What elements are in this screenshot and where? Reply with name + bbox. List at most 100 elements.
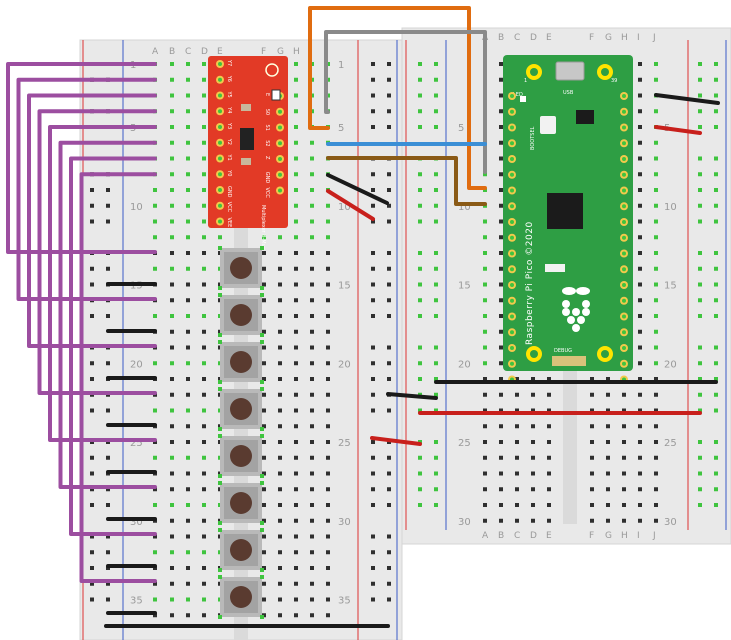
hole — [153, 361, 157, 366]
button-leg — [218, 333, 222, 337]
rail-hole — [418, 314, 422, 318]
button-cap — [230, 257, 252, 279]
rail-hole — [714, 203, 718, 208]
hole — [186, 62, 190, 66]
rp2040-chip — [547, 193, 583, 229]
hole — [202, 518, 206, 523]
rail-hole — [714, 266, 718, 271]
button-cap — [230, 398, 252, 420]
hole — [499, 455, 503, 460]
rail-hole — [371, 125, 375, 129]
hole — [262, 329, 266, 334]
row-number: 15 — [338, 281, 351, 292]
rail-hole — [371, 172, 375, 177]
rail-hole — [387, 172, 391, 177]
rail-hole — [714, 188, 718, 192]
hole — [326, 377, 330, 381]
hole — [326, 235, 330, 240]
mux-pin-label: Y3 — [226, 122, 232, 129]
hole — [622, 471, 626, 476]
hole — [294, 219, 298, 224]
hole — [170, 408, 174, 413]
rail-hole — [418, 125, 422, 129]
rail-hole — [714, 93, 718, 98]
mux-pin-label: GND — [264, 172, 270, 184]
hole — [310, 440, 314, 444]
rail-hole — [434, 203, 438, 208]
rail-hole — [698, 156, 702, 161]
hole — [638, 62, 642, 66]
mux-pin-label: VCC — [226, 202, 232, 213]
rail-hole — [371, 282, 375, 287]
hole — [170, 345, 174, 350]
rail-hole — [106, 408, 110, 413]
column-label: E — [546, 33, 552, 43]
hole — [606, 440, 610, 444]
rail-hole — [698, 503, 702, 507]
rail-hole — [387, 487, 391, 492]
hole — [186, 203, 190, 208]
hole — [531, 518, 535, 523]
hole — [170, 282, 174, 287]
column-label: I — [637, 33, 640, 43]
hole — [310, 503, 314, 507]
hole — [202, 503, 206, 507]
pico-pin-hole — [510, 314, 514, 319]
rail-hole — [371, 298, 375, 303]
hole — [294, 251, 298, 255]
rail-hole — [714, 62, 718, 66]
row-number: 1 — [338, 60, 344, 71]
hole — [515, 440, 519, 444]
hole — [170, 77, 174, 82]
rail-hole — [434, 282, 438, 287]
column-label: A — [482, 531, 489, 541]
usb-label: USB — [563, 90, 574, 96]
hole — [262, 503, 266, 507]
hole — [153, 550, 157, 555]
hole — [278, 581, 282, 586]
hole — [186, 298, 190, 303]
hole — [262, 455, 266, 460]
hole — [326, 361, 330, 366]
pico-pin-hole — [510, 204, 514, 209]
mux-pin-label: Y1 — [226, 154, 232, 161]
button-ground-wires — [106, 282, 157, 615]
hole — [310, 534, 314, 539]
hole — [326, 455, 330, 460]
hole — [326, 424, 330, 429]
row-number: 25 — [664, 438, 677, 449]
rail-hole — [387, 534, 391, 539]
hole — [170, 329, 174, 334]
hole — [202, 550, 206, 555]
hole — [531, 455, 535, 460]
hole — [310, 471, 314, 476]
rail-hole — [418, 345, 422, 350]
rail-hole — [371, 93, 375, 98]
hole — [654, 329, 658, 334]
hole — [499, 314, 503, 318]
hole — [499, 408, 503, 413]
mux-resistor — [271, 89, 281, 101]
hole — [170, 518, 174, 523]
hole — [202, 140, 206, 145]
hole — [202, 188, 206, 192]
hole — [186, 140, 190, 145]
raspberry-pi-pico: Raspberry Pi Pico ©2020 LED USB BOOTSEL … — [503, 55, 633, 384]
hole — [294, 392, 298, 397]
hole — [262, 361, 266, 366]
hole — [654, 424, 658, 429]
hole — [638, 219, 642, 224]
hole — [186, 282, 190, 287]
hole — [326, 408, 330, 413]
hole — [170, 172, 174, 177]
column-label: E — [546, 531, 552, 541]
hole — [278, 377, 282, 381]
rail-hole — [387, 503, 391, 507]
hole — [590, 408, 594, 413]
hole — [202, 581, 206, 586]
rail-hole — [418, 503, 422, 507]
hole — [547, 518, 551, 523]
mux-pin-hole — [218, 109, 222, 114]
hole — [638, 487, 642, 492]
